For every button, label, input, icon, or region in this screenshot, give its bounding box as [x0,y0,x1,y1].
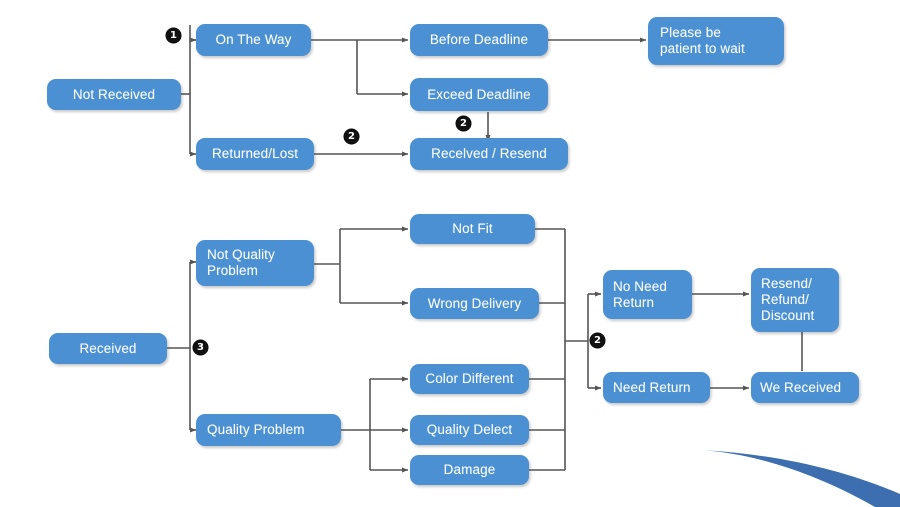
branch-marker-2-exceed: 2 [456,116,471,131]
node-we-received[interactable]: We Received [751,372,859,403]
node-quality-problem[interactable]: Quality Problem [196,414,341,446]
node-not-received[interactable]: Not Received [47,79,181,110]
node-returned-lost[interactable]: Returned/Lost [196,138,314,170]
node-need-return[interactable]: Need Return [603,372,710,403]
node-not-quality-problem[interactable]: Not Quality Problem [196,240,314,286]
branch-marker-2-return-split: 2 [590,333,605,348]
node-received-resend[interactable]: Recelved / Resend [410,138,568,170]
node-please-be-patient[interactable]: Please be patient to wait [648,17,784,65]
node-quality-defect[interactable]: Quality Delect [410,415,529,445]
decorative-swoosh [699,450,900,507]
node-resend-refund-discount[interactable]: Resend/ Refund/ Discount [751,268,839,332]
node-exceed-deadline[interactable]: Exceed Deadline [410,78,548,111]
branch-marker-1: 1 [166,28,181,43]
node-wrong-delivery[interactable]: Wrong Delivery [410,288,539,319]
branch-marker-3: 3 [193,340,208,355]
node-damage[interactable]: Damage [410,455,529,485]
node-not-fit[interactable]: Not Fit [410,214,535,244]
branch-marker-2-returned: 2 [344,129,359,144]
node-on-the-way[interactable]: On The Way [196,24,311,56]
node-received[interactable]: Received [49,333,167,364]
node-no-need-return[interactable]: No Need Return [603,270,692,319]
node-color-different[interactable]: Color Different [410,364,529,394]
node-before-deadline[interactable]: Before Deadline [410,24,548,56]
